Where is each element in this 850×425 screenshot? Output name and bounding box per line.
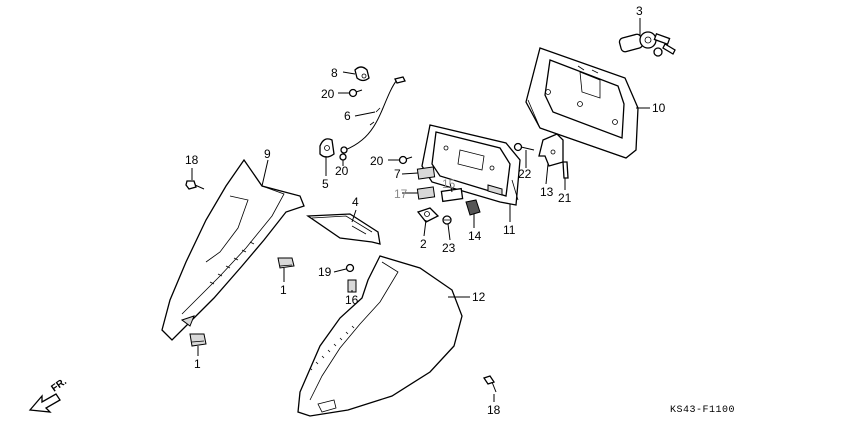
part-19-screw [345,263,355,273]
callout-18: 18 [487,403,501,417]
part-18-bolt-lower [482,375,497,393]
part-2-nut [416,207,440,223]
part-4-inner-cover [306,213,381,245]
part-7-label [416,166,436,180]
part-18-bolt-upper [185,180,205,190]
part-20-screw-lower [398,155,413,165]
part-12-rear-cover [297,255,463,417]
callout-2: 2 [420,237,427,251]
callout-18: 18 [185,153,199,167]
part-21-pin [562,161,569,179]
callout-19: 19 [318,265,332,279]
part-14-cap [465,199,481,216]
leader-lines [191,18,650,402]
part-22-bolt [513,142,535,152]
part-8-clamp [354,66,370,82]
callout-1: 1 [280,283,287,297]
callout-20: 20 [370,154,384,168]
front-label: FR. [49,376,69,394]
callout-9: 9 [264,147,271,161]
part-20-screw-middle [339,153,347,161]
callout-15: 15 [442,177,456,191]
callout-8: 8 [331,66,338,80]
diagram-code: KS43-F1100 [670,405,735,416]
part-5-clip [319,138,335,158]
part-1-clip-lower [189,333,207,347]
callout-23: 23 [442,241,456,255]
callout-5: 5 [322,177,329,191]
part-6-cable [340,76,406,154]
callout-21: 21 [558,191,572,205]
callout-1: 1 [194,357,201,371]
part-1-clip-upper [277,257,295,269]
part-23-screw [442,215,452,225]
callout-17: 17 [394,187,408,201]
callout-6: 6 [344,109,351,123]
callout-4: 4 [352,195,359,209]
front-direction-arrow: FR. [28,376,69,413]
part-3-key-lock [618,28,676,57]
part-20-screw-upper [348,88,363,98]
callout-12: 12 [472,290,486,304]
callout-11: 11 [503,223,516,237]
callout-14: 14 [468,229,482,243]
part-17-label [416,186,436,200]
part-9-side-cover [161,158,305,341]
part-13-bracket [538,133,564,167]
callout-10: 10 [652,101,666,115]
callout-3: 3 [636,4,643,18]
part-10-rear-frame [525,47,639,159]
callout-20: 20 [321,87,335,101]
callout-13: 13 [540,185,554,199]
callout-7: 7 [394,167,401,181]
callout-20: 20 [335,164,349,178]
callout-22: 22 [518,167,532,181]
callout-numbers: 3 8 20 6 10 18 9 5 20 20 7 15 17 22 13 2… [185,4,666,417]
callout-16: 16 [345,293,359,307]
part-11-center-panel [421,124,521,206]
